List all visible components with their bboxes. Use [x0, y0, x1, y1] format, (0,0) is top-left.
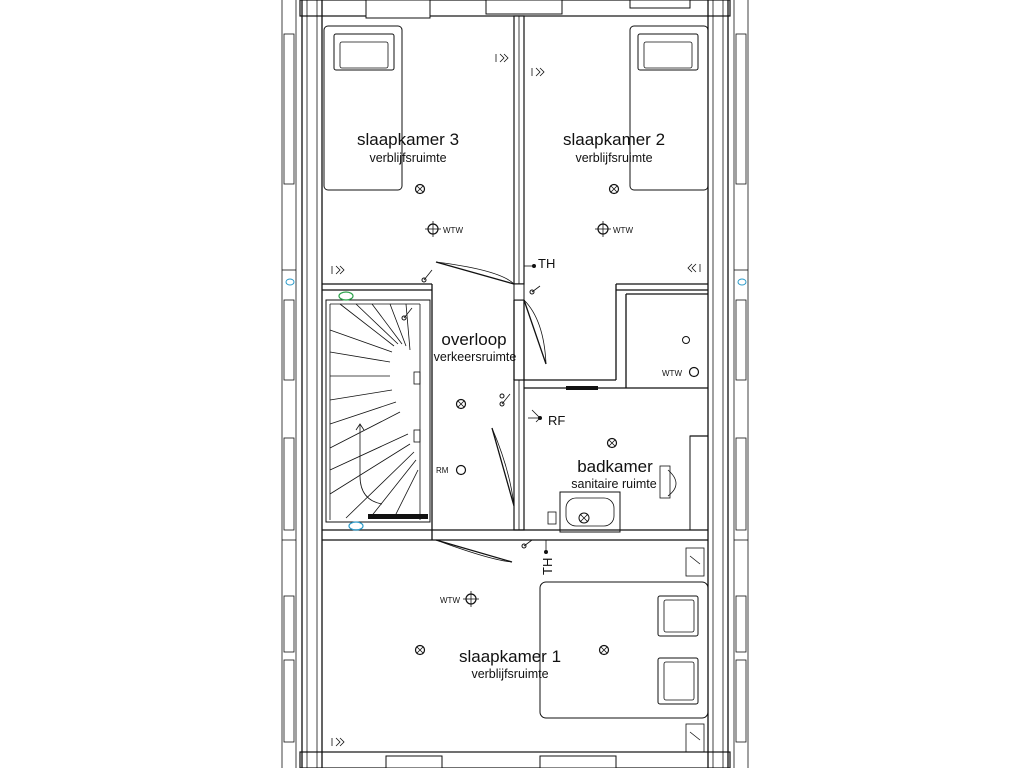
staircase	[325, 291, 431, 531]
rm-label: RM	[436, 466, 449, 475]
light-badkamer-icon	[606, 437, 618, 449]
light-slaapkamer-1b-icon	[598, 644, 610, 656]
wtw-label-slaapkamer-3: WTW	[443, 226, 463, 235]
room-name-slaapkamer-2: slaapkamer 2	[563, 130, 665, 149]
room-name-slaapkamer-1: slaapkamer 1	[459, 647, 561, 666]
stair-treads	[329, 303, 419, 519]
room-type-slaapkamer-2: verblijfsruimte	[575, 151, 652, 165]
th-label-lower: TH	[540, 558, 555, 575]
wtw-slaapkamer-3-icon	[425, 221, 441, 237]
outlet-bath-icon	[547, 511, 557, 525]
light-slaapkamer-3-icon	[414, 183, 426, 195]
rm-smoke-detector-icon	[455, 464, 467, 476]
switch-slaapkamer-2-icon	[529, 285, 541, 295]
switch-stair-icon	[421, 269, 433, 283]
bed-slaapkamer-2	[629, 25, 709, 191]
th-label-upper: TH	[538, 256, 555, 271]
washbasin	[559, 491, 621, 533]
room-name-overloop: overloop	[441, 330, 506, 349]
wtw-storage-icon	[688, 366, 700, 378]
outlet-sk1-left-icon	[331, 737, 345, 747]
switch-overloop-icon	[401, 307, 413, 321]
room-type-overloop: verkeersruimte	[434, 350, 517, 364]
wtw-vents: WTW WTW WTW WTW	[425, 221, 700, 607]
beds	[323, 25, 709, 719]
room-labels: slaapkamer 3 verblijfsruimte slaapkamer …	[357, 130, 665, 681]
outlet-sk2-right-icon	[687, 263, 701, 273]
wtw-slaapkamer-1-icon	[463, 591, 479, 607]
outlet-sk3-left-icon	[331, 265, 345, 275]
rf-icon	[528, 409, 542, 423]
toilet	[667, 469, 677, 497]
switch-badkamer-icon	[499, 393, 511, 407]
outlet-sk1-right-bottom-icon	[685, 723, 705, 753]
facade-windows	[282, 33, 748, 743]
wtw-label-slaapkamer-1: WTW	[440, 596, 460, 605]
wtw-slaapkamer-2-icon	[595, 221, 611, 237]
room-type-slaapkamer-3: verblijfsruimte	[369, 151, 446, 165]
outlet-sk1-right-top-icon	[685, 547, 705, 577]
th-thermostat-lower-icon	[544, 540, 548, 554]
bathroom-fixtures	[559, 386, 677, 533]
interior-walls	[322, 15, 709, 541]
room-name-badkamer: badkamer	[577, 457, 653, 476]
light-slaapkamer-2-icon	[608, 183, 620, 195]
room-name-slaapkamer-3: slaapkamer 3	[357, 130, 459, 149]
bed-slaapkamer-1	[539, 581, 709, 719]
outlet-sk3-right-icon	[495, 53, 509, 63]
wtw-label-slaapkamer-2: WTW	[613, 226, 633, 235]
outlet-sk2-left-icon	[531, 67, 545, 77]
th-thermostat-upper-icon	[524, 264, 536, 268]
ceiling-lights	[414, 183, 620, 656]
room-type-badkamer: sanitaire ruimte	[571, 477, 656, 491]
rf-label: RF	[548, 413, 565, 428]
misc-symbols: RM TH TH RF	[401, 256, 690, 575]
outer-walls	[281, 0, 749, 768]
doors	[435, 261, 547, 563]
light-slaapkamer-1a-icon	[414, 644, 426, 656]
bed-slaapkamer-3	[323, 25, 403, 191]
switch-slaapkamer-1-icon	[521, 539, 533, 549]
room-type-slaapkamer-1: verblijfsruimte	[471, 667, 548, 681]
wtw-label-storage: WTW	[662, 369, 682, 378]
outlets	[331, 53, 705, 753]
light-overloop-icon	[455, 398, 467, 410]
